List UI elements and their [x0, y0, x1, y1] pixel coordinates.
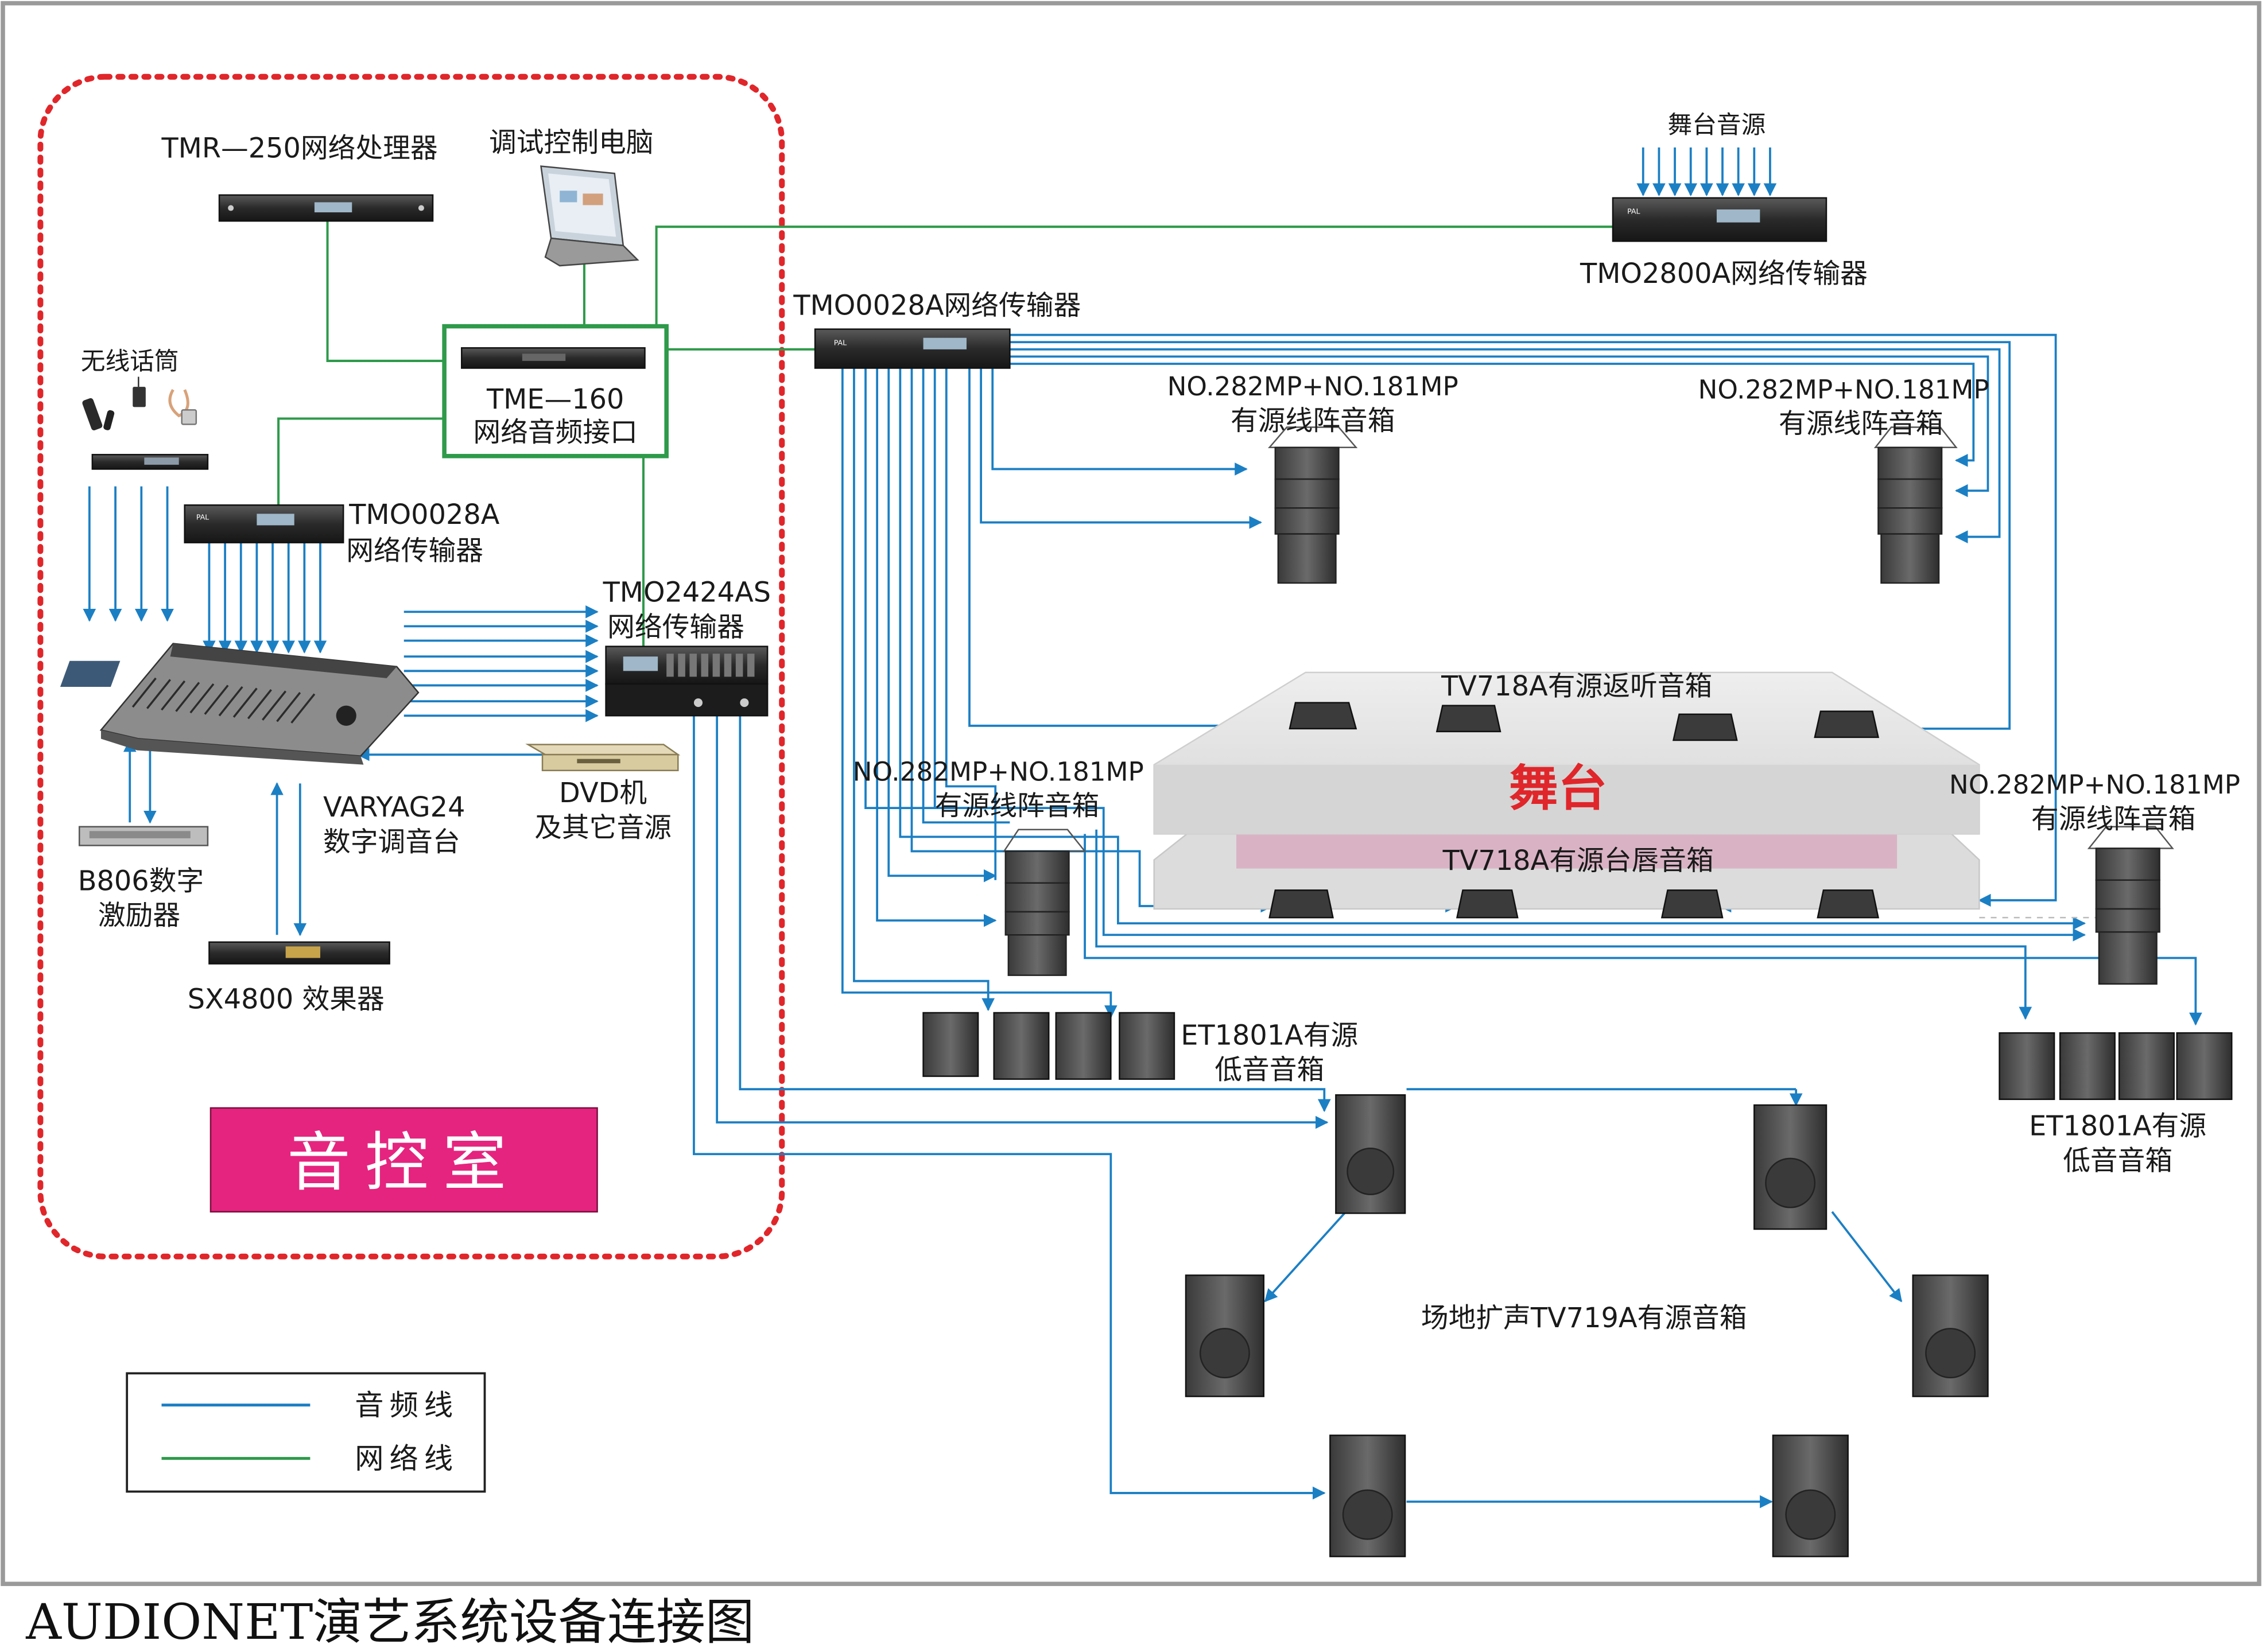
laptop-icon — [540, 165, 639, 267]
line-array-right-label-1: NO.282MP+NO.181MP — [1949, 769, 2240, 800]
line-array-top-right-label-1: NO.282MP+NO.181MP — [1698, 374, 1989, 405]
labels: TMR—250网络处理器 调试控制电脑 TME—160 网络音频接口 无线话筒 … — [25, 111, 2240, 1651]
sx4800-label: SX4800 效果器 — [188, 984, 385, 1015]
svg-text:PAL: PAL — [834, 338, 847, 347]
line-array-top-center-label-1: NO.282MP+NO.181MP — [1167, 371, 1458, 402]
dvd-player-icon — [525, 744, 681, 771]
line-array-top-center-label-2: 有源线阵音箱 — [1231, 406, 1395, 437]
line-array-top-right-label-2: 有源线阵音箱 — [1779, 409, 1943, 440]
tme160-interface — [442, 324, 669, 458]
monitor-label: TV718A有源返听音箱 — [1441, 671, 1712, 702]
stage-source-label: 舞台音源 — [1668, 111, 1766, 139]
legend-audio-label: 音频线 — [355, 1388, 459, 1422]
tmr250-label: TMR—250网络处理器 — [161, 133, 438, 165]
svg-text:PAL: PAL — [1627, 207, 1640, 216]
line-array-top-center — [1268, 426, 1358, 584]
tmo0028a-left: PAL — [184, 504, 344, 543]
lip-label: TV718A有源台唇音箱 — [1442, 845, 1714, 877]
network-lines — [277, 221, 1613, 648]
sub-left-label-1: ET1801A有源 — [1181, 1020, 1358, 1051]
control-room-label: 音控室 — [287, 1126, 521, 1200]
field-speakers-label: 场地扩声TV719A有源音箱 — [1421, 1303, 1747, 1334]
mixer-label-2: 数字调音台 — [323, 826, 460, 858]
tmo0028a-top-label: TMO0028A网络传输器 — [793, 290, 1081, 322]
line-array-right — [2087, 826, 2174, 985]
b806-exciter — [78, 826, 209, 846]
line-array-left — [1002, 829, 1087, 976]
line-array-right-label-2: 有源线阵音箱 — [2031, 803, 2196, 835]
tmo0028a-top: PAL — [814, 328, 1011, 369]
line-array-left-label-1: NO.282MP+NO.181MP — [853, 756, 1144, 787]
sub-left-label-2: 低音音箱 — [1215, 1055, 1324, 1086]
line-array-top-right — [1873, 426, 1958, 584]
control-room-badge — [209, 1107, 598, 1213]
lip-speakers — [1268, 889, 1879, 919]
control-room-boundary — [37, 73, 785, 1260]
legend-network-label: 网络线 — [355, 1441, 459, 1475]
tme160-label-2: 网络音频接口 — [473, 417, 637, 449]
dvd-label-2: 及其它音源 — [534, 812, 672, 844]
stage-label: 舞台 — [1509, 760, 1607, 817]
legend: 音频线 网络线 — [126, 1372, 486, 1493]
tmo2424as-label-1: TMO2424AS — [603, 577, 771, 609]
tme160-label-1: TME—160 — [486, 384, 624, 415]
tmo2800a-label: TMO2800A网络传输器 — [1580, 258, 1868, 290]
sx4800-effects — [208, 941, 390, 965]
dvd-label-1: DVD机 — [559, 778, 647, 809]
tmo2424as-label-2: 网络传输器 — [607, 612, 744, 643]
tmr250-processor — [218, 194, 434, 222]
subwoofers-right — [1999, 1032, 2233, 1101]
digital-mixer-icon — [60, 643, 420, 765]
sub-right-label-1: ET1801A有源 — [2029, 1111, 2206, 1142]
subwoofers-left — [922, 1012, 1175, 1080]
sub-right-label-2: 低音音箱 — [2063, 1145, 2172, 1177]
wireless-mic-icon — [82, 376, 209, 470]
debug-pc-label: 调试控制电脑 — [489, 127, 654, 158]
audio-lines — [83, 147, 2202, 1509]
tmo2424as-transmitter — [605, 646, 769, 717]
svg-text:PAL: PAL — [196, 512, 209, 521]
mixer-label-1: VARYAG24 — [323, 792, 465, 823]
b806-label-1: B806数字 — [78, 865, 204, 897]
wireless-mic-label: 无线话筒 — [81, 347, 179, 376]
line-array-left-label-2: 有源线阵音箱 — [935, 791, 1100, 822]
field-speakers — [1185, 1094, 1989, 1557]
diagram-caption: AUDIONET演艺系统设备连接图 — [25, 1594, 754, 1651]
tmo0028a-left-label-1: TMO0028A — [348, 499, 499, 531]
tmo0028a-left-label-2: 网络传输器 — [346, 535, 483, 567]
stage-platform — [1153, 671, 2164, 919]
tmo2800a-transmitter: PAL — [1612, 197, 1828, 242]
b806-label-2: 激励器 — [98, 900, 180, 932]
monitor-speakers — [1289, 702, 1880, 741]
